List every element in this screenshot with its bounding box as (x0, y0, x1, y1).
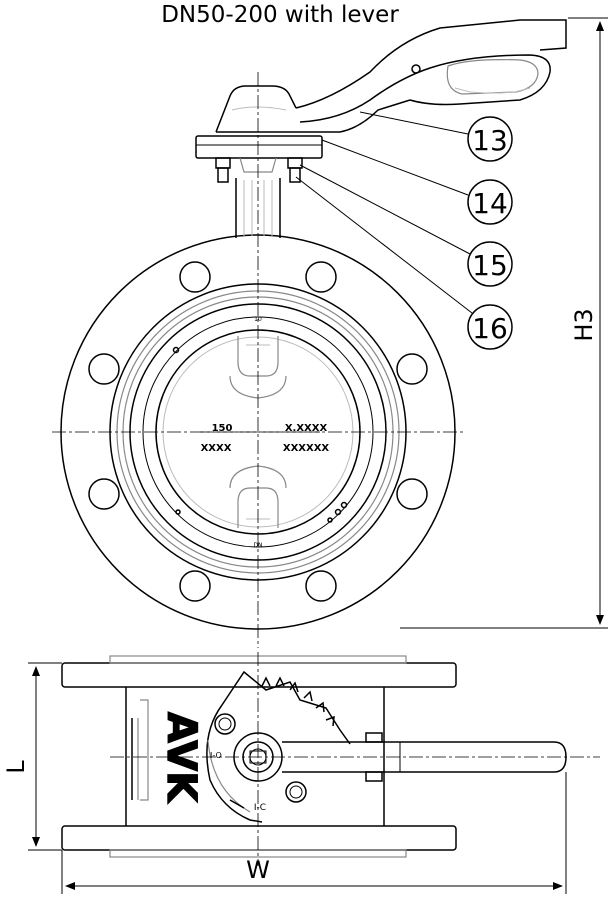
side-logo: AVK (158, 712, 204, 804)
side-view: AVK I-C I-O (61, 652, 600, 866)
disc-marking-code-right-bottom: XXXXXX (283, 443, 330, 454)
l-dimension: L (2, 662, 62, 851)
dimension-w-label: W (246, 856, 270, 884)
callout-13: 13 (472, 124, 508, 157)
callout-14: 14 (472, 187, 508, 220)
part-callouts: 13 14 15 16 (295, 111, 513, 350)
callout-13-circle (467, 116, 513, 162)
side-flange-bottom (61, 825, 457, 851)
callout-15: 15 (472, 249, 508, 282)
disc-marking-code-left: XXXX (201, 443, 232, 454)
callout-16: 16 (472, 312, 508, 345)
bolt-holes (88, 261, 428, 602)
callout-14-circle (467, 179, 513, 225)
valve-neck (235, 178, 281, 238)
dimension-h3-label: H3 (570, 308, 598, 341)
drawing-title: DN50-200 with lever (161, 2, 399, 28)
svg-text:I-C: I-C (254, 803, 266, 813)
gear-sector: I-C I-O (206, 670, 351, 823)
w-dimension: W (61, 772, 567, 894)
disc-marking-size: 150 (212, 423, 233, 434)
svg-text:I-O: I-O (210, 751, 222, 760)
top-plate (195, 135, 323, 183)
disc-marking-code-right-top: X.XXXX (285, 423, 328, 434)
callout-16-circle (467, 304, 513, 350)
dimension-l-label: L (2, 760, 30, 774)
h3-dimension: H3 (400, 17, 608, 629)
lever-handle (215, 19, 567, 133)
front-view: 10 DN 150 XXXX X.XXXX XXXXXX (52, 19, 567, 648)
callout-15-circle (467, 241, 513, 287)
